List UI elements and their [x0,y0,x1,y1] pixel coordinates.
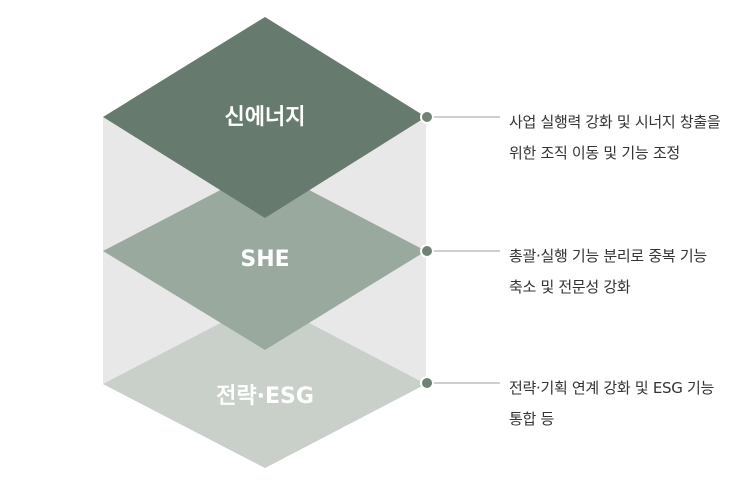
connector-dot-esg [420,376,434,390]
layer-label-she: SHE [240,247,289,272]
connector-dot-new-energy [420,110,434,124]
connector-dot-she [420,244,434,258]
description-she: 총괄·실행 기능 분리로 중복 기능 축소 및 전문성 강화 [509,241,745,303]
description-line: 통합 등 [509,410,554,428]
layer-diamond-esg [103,300,426,468]
layer-diamond-new-energy [103,17,426,218]
layer-label-new-energy: 신에너지 [225,105,306,130]
description-line: 총괄·실행 기능 분리로 중복 기능 [509,247,707,265]
description-line: 사업 실행력 강화 및 시너지 창출을 [509,113,721,131]
description-line: 축소 및 전문성 강화 [509,278,631,296]
layer-label-esg: 전략·ESG [216,384,314,409]
description-esg: 전략·기획 연계 강화 및 ESG 기능 통합 등 [509,373,745,435]
description-line: 위한 조직 이동 및 기능 조정 [509,144,680,162]
description-line: 전략·기획 연계 강화 및 ESG 기능 [509,379,715,397]
layer-diamond-she [103,167,426,350]
description-new-energy: 사업 실행력 강화 및 시너지 창출을 위한 조직 이동 및 기능 조정 [509,107,745,169]
